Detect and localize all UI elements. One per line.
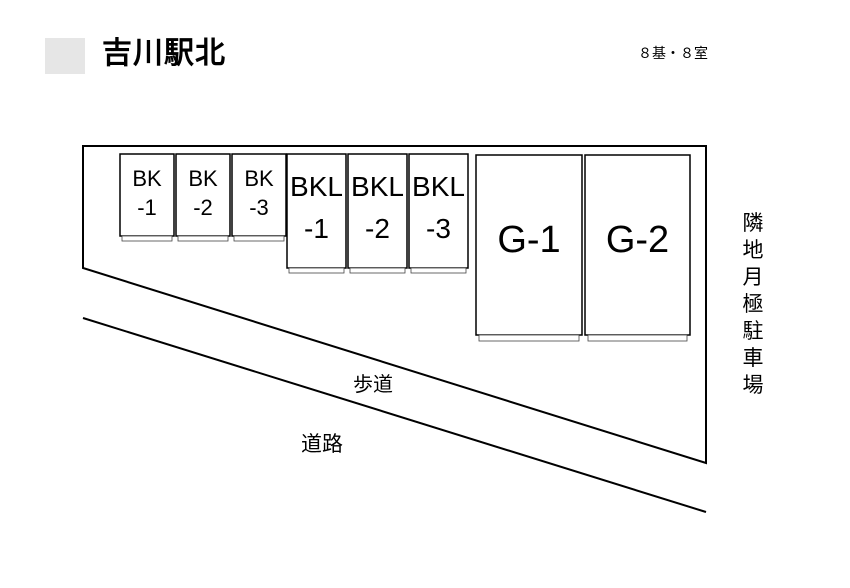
unit-label-line1: BK xyxy=(244,166,274,191)
unit-label-line2: -2 xyxy=(365,213,390,244)
unit-bkl-3: BKL -3 xyxy=(408,153,469,274)
unit-g-2: G-2 xyxy=(584,154,691,342)
unit-label-line2: -1 xyxy=(304,213,329,244)
unit-label-line1: BKL xyxy=(351,171,404,202)
road-label: 道路 xyxy=(301,432,343,456)
svg-text:極: 極 xyxy=(743,292,764,316)
unit-bk-1: BK -1 xyxy=(119,153,175,242)
road-edge-line xyxy=(82,317,707,513)
svg-text:車: 車 xyxy=(743,346,764,370)
svg-text:地: 地 xyxy=(743,238,764,262)
unit-label-line1: BKL xyxy=(290,171,343,202)
neighbor-parking-label: 隣 地 月 極 駐 車 場 xyxy=(743,211,764,397)
unit-bkl-1: BKL -1 xyxy=(286,153,347,274)
unit-bk-2: BK -2 xyxy=(175,153,231,242)
unit-label: G-1 xyxy=(497,219,560,261)
unit-label-line1: BK xyxy=(188,166,218,191)
unit-label: G-2 xyxy=(606,219,669,261)
lot-outline xyxy=(82,145,707,465)
unit-label-line2: -1 xyxy=(137,195,157,220)
unit-bk-3: BK -3 xyxy=(231,153,287,242)
unit-label-line1: BK xyxy=(132,166,162,191)
unit-label-line2: -2 xyxy=(193,195,213,220)
unit-label-line2: -3 xyxy=(249,195,269,220)
sidewalk-label: 歩道 xyxy=(353,372,393,396)
unit-label-line1: BKL xyxy=(412,171,465,202)
unit-bkl-2: BKL -2 xyxy=(347,153,408,274)
unit-g-1: G-1 xyxy=(475,154,583,342)
page-title: 吉川駅北 xyxy=(102,36,226,71)
legend-swatch xyxy=(45,38,85,74)
svg-text:隣: 隣 xyxy=(743,211,764,235)
unit-label-line2: -3 xyxy=(426,213,451,244)
svg-text:月: 月 xyxy=(743,265,764,289)
svg-text:駐: 駐 xyxy=(743,319,764,343)
svg-text:場: 場 xyxy=(743,373,764,397)
unit-count: ８基・８室 xyxy=(638,46,708,62)
